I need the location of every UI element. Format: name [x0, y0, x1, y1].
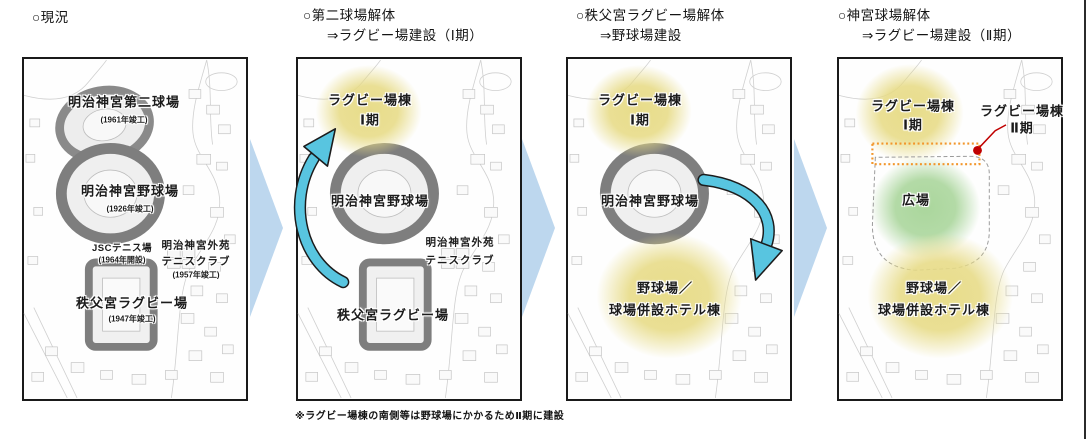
panel3-title-line1: ○秩父宮ラグビー場解体	[576, 8, 725, 23]
label-second-stadium: 明治神宮第二球場	[67, 94, 181, 110]
panel2-title-line2: ⇒ラグビー場建設（Ⅰ期）	[327, 28, 484, 43]
label-rugby-bldg1-1: ラグビー場棟	[870, 98, 956, 114]
label-rugby-bldg1-2: Ⅰ期	[903, 117, 923, 133]
label-jsc-tennis-year: (1964年開設)	[98, 255, 146, 265]
relocation-arrow-ballpark	[697, 173, 783, 281]
label-tennis-club-1: 明治神宮外苑	[425, 236, 495, 249]
panel2-map: ラグビー場棟 Ⅰ期 明治神宮野球場 明治神宮外苑 テニスクラブ 秩父宮ラグビー場	[293, 57, 522, 401]
phase2-callout	[973, 124, 1007, 155]
panel1-map: 明治神宮第二球場 (1961年竣工) 明治神宮野球場 (1926年竣工) JSC…	[22, 57, 248, 401]
label-tennis-club-2: テニスクラブ	[425, 254, 495, 267]
panel4-map: ラグビー場棟 Ⅰ期 ラグビー場棟 Ⅱ期 広場 野球場／ 球場併設ホテル棟	[837, 57, 1063, 401]
panel2-title: ○第二球場解体 ⇒ラグビー場建設（Ⅰ期）	[303, 6, 483, 46]
label-second-stadium-year: (1961年竣工)	[100, 115, 148, 125]
label-jsc-tennis: JSCテニス場	[92, 243, 152, 254]
label-rugby-bldg2-1: ラグビー場棟	[979, 103, 1065, 119]
highlight-rugby-phase1	[315, 64, 422, 158]
panel3-title: ○秩父宮ラグビー場解体 ⇒野球場建設	[576, 6, 725, 46]
label-new-ballpark-1: 野球場／	[905, 280, 963, 296]
label-new-ballpark-1: 野球場／	[636, 280, 694, 296]
highlight-rugby-phase1	[855, 63, 964, 163]
panel4-title-line1: ○神宮球場解体	[838, 8, 931, 23]
transition-arrow-2	[522, 139, 555, 317]
second-stadium-shape	[55, 85, 154, 165]
panel3-map: ラグビー場棟 Ⅰ期 明治神宮野球場 野球場／ 球場併設ホテル棟	[566, 57, 792, 401]
panel4-title-line2: ⇒ラグビー場建設（Ⅱ期）	[862, 28, 1021, 43]
highlight-rugby-phase1	[585, 64, 692, 158]
panel2-map-art	[293, 59, 512, 399]
panel4-title: ○神宮球場解体 ⇒ラグビー場建設（Ⅱ期）	[838, 6, 1021, 46]
highlight-new-ballpark	[596, 232, 742, 359]
relocation-arrow-rugby	[293, 128, 350, 289]
label-baseball-stadium: 明治神宮野球場	[600, 193, 700, 209]
label-rugby-bldg1-1: ラグビー場棟	[597, 92, 683, 108]
transition-arrow-1	[250, 139, 283, 317]
label-rugby-stadium-year: (1947年竣工)	[108, 314, 156, 324]
label-baseball-stadium-year: (1926年竣工)	[106, 204, 154, 214]
panel2-title-line1: ○第二球場解体	[303, 8, 396, 23]
highlight-plaza	[870, 156, 981, 259]
label-baseball-stadium: 明治神宮野球場	[330, 193, 430, 209]
label-new-ballpark-2: 球場併設ホテル棟	[608, 302, 722, 318]
label-rugby-stadium: 秩父宮ラグビー場	[336, 307, 450, 323]
label-new-ballpark-2: 球場併設ホテル棟	[877, 302, 991, 318]
page-edge-line	[1084, 0, 1086, 439]
panel1-title-line1: ○現況	[32, 10, 69, 25]
label-tennis-club-year: (1957年竣工)	[172, 270, 220, 280]
label-rugby-stadium: 秩父宮ラグビー場	[75, 295, 189, 311]
label-baseball-stadium: 明治神宮野球場	[80, 183, 180, 199]
transition-arrow-3	[794, 139, 827, 317]
rugby-phase2-dashed-rect	[871, 142, 981, 166]
label-rugby-bldg2-2: Ⅱ期	[1010, 120, 1034, 136]
label-rugby-bldg1-2: Ⅰ期	[360, 112, 380, 128]
label-rugby-bldg1-1: ラグビー場棟	[327, 92, 413, 108]
panel1-map-art	[23, 59, 238, 399]
panel4-map-art	[838, 59, 1053, 399]
label-plaza: 広場	[901, 192, 931, 208]
panel3-map-art	[567, 59, 783, 399]
highlight-new-ballpark	[867, 232, 1013, 359]
label-tennis-club-2: テニスクラブ	[161, 255, 231, 268]
label-rugby-bldg1-2: Ⅰ期	[630, 112, 650, 128]
footnote: ※ラグビー場棟の南側等は野球場にかかるためⅡ期に建設	[295, 411, 565, 422]
panel3-title-line2: ⇒野球場建設	[600, 28, 682, 43]
panel1-title: ○現況	[32, 8, 69, 28]
label-tennis-club-1: 明治神宮外苑	[161, 239, 231, 252]
